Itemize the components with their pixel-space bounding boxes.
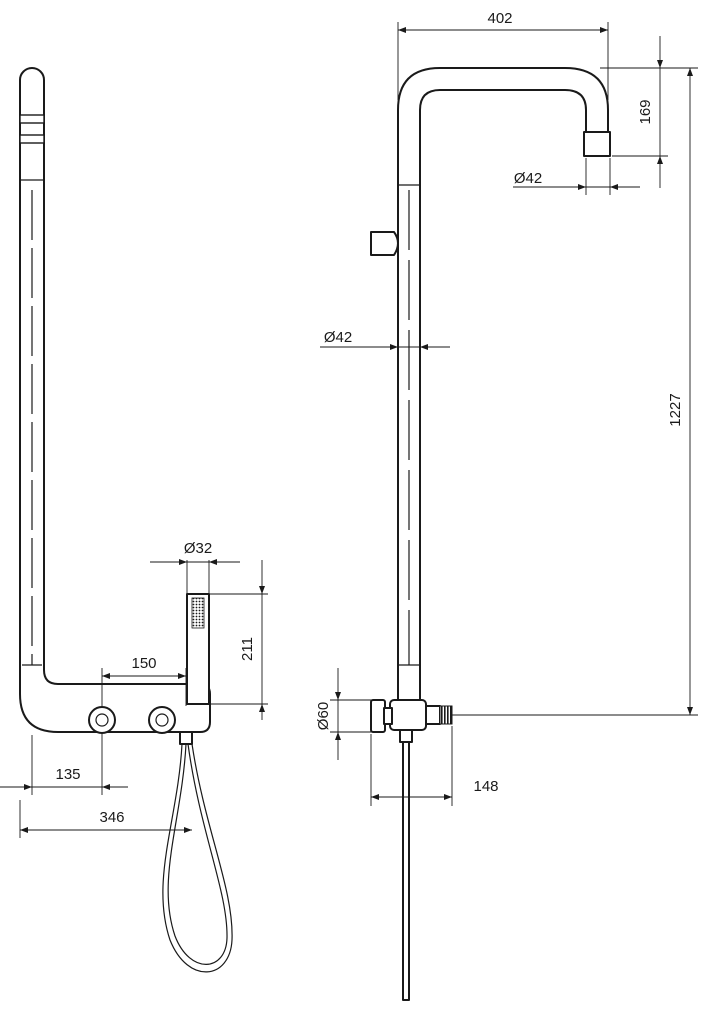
- dim-front-width: 346: [99, 809, 124, 826]
- dim-front-handshower-diameter: Ø32: [184, 540, 212, 557]
- side-hose-connector: [399, 729, 413, 743]
- front-hose-loop-outer: [162, 743, 233, 973]
- front-riser-band-upper: [19, 114, 45, 124]
- front-view: [19, 67, 233, 973]
- dim-front-handshower-height: 211: [239, 637, 256, 661]
- side-dimensions: 402 169 Ø42 Ø42 1227 Ø60: [315, 10, 698, 806]
- front-valve-knob-left-inner: [95, 713, 109, 727]
- front-valve-knob-left: [88, 706, 116, 734]
- side-inlet-fitting: [425, 705, 441, 725]
- side-valve-stem: [383, 707, 393, 725]
- dim-side-head-reach: 402: [487, 10, 512, 27]
- dim-side-pipe-diameter: Ø42: [324, 329, 352, 346]
- side-valve-body: [389, 699, 427, 731]
- side-head-outlet: [583, 131, 611, 157]
- front-valve-knob-right-inner: [155, 713, 169, 727]
- side-view: [370, 67, 611, 1001]
- front-riser-band-lower: [19, 134, 45, 144]
- front-dimensions: Ø32 211 150 135 346: [0, 540, 268, 838]
- side-slider-bracket: [370, 231, 399, 256]
- front-hose-loop-inner: [167, 743, 228, 965]
- side-riser-pipe: [397, 67, 609, 706]
- dim-side-head-drop: 169: [637, 99, 654, 124]
- dim-front-offset: 135: [55, 766, 80, 783]
- front-hose-connector: [179, 731, 193, 745]
- dim-front-valve-spacing: 150: [131, 655, 156, 672]
- side-valve-knob: [370, 699, 386, 733]
- dim-side-total-height: 1227: [667, 393, 684, 426]
- side-inlet-thread: [439, 705, 453, 725]
- front-riser-pipe: [19, 67, 211, 733]
- dim-side-head-diameter: Ø42: [514, 170, 542, 187]
- front-handshower-nozzle-grid: [191, 597, 205, 629]
- dim-side-projection: 148: [473, 778, 498, 795]
- side-hose: [402, 741, 410, 1001]
- front-valve-knob-right: [148, 706, 176, 734]
- dim-side-valve-diameter: Ø60: [315, 702, 332, 730]
